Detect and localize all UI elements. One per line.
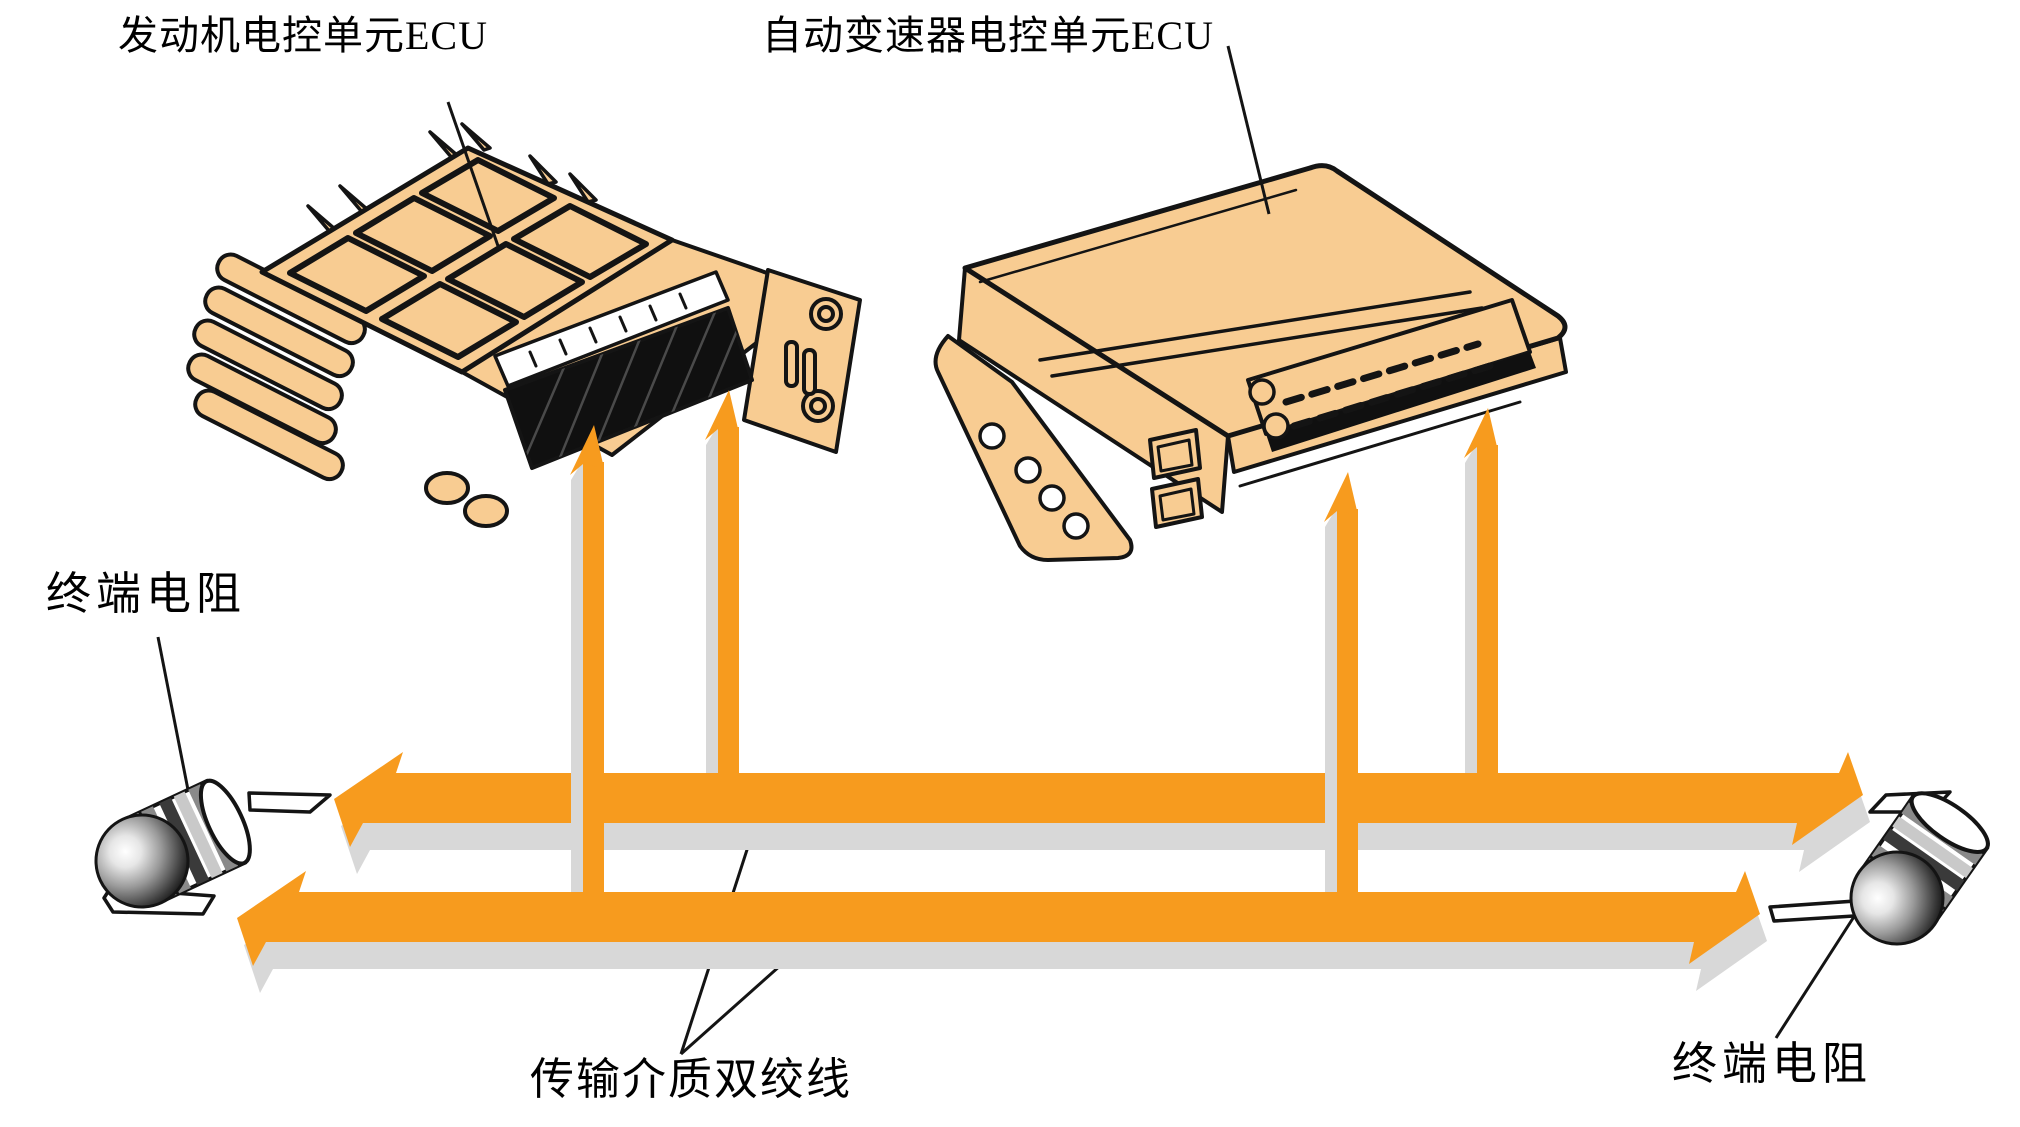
- connector-slot: [503, 306, 754, 470]
- label-transmission-ecu: 自动变速器电控单元ECU: [762, 13, 1214, 58]
- label-twisted-pair: 传输介质双绞线: [530, 1055, 852, 1104]
- terminal-resistor-left: [94, 778, 252, 909]
- leader-transmission-ecu: [1226, 45, 1271, 215]
- bus2-orange: [237, 871, 1760, 966]
- ecu-drop-lines: [570, 390, 1498, 893]
- pin-strip: [493, 270, 730, 388]
- bus-lines: [237, 752, 1870, 993]
- terminal-resistor-right: [1849, 791, 1990, 946]
- connector-recess: [1266, 352, 1536, 452]
- square-connectors: [1148, 428, 1204, 529]
- label-terminal-resistor-right: 终端电阻: [1672, 1039, 1873, 1089]
- leader-resistor-left: [156, 636, 191, 796]
- up-arrowhead: [705, 390, 739, 440]
- engine-ecu-illustration: [186, 122, 862, 528]
- bus1-orange: [334, 752, 1863, 847]
- up-arrowhead: [1324, 472, 1358, 522]
- leader-resistor-right: [1774, 911, 1859, 1039]
- ecu-foot: [463, 494, 509, 528]
- leader-engine-ecu: [446, 101, 500, 247]
- lead-left-top: [247, 791, 332, 814]
- heat-sink-fins: [186, 252, 367, 482]
- top-face-grid: [287, 157, 649, 360]
- label-terminal-resistor-left: 终端电阻: [46, 569, 247, 619]
- up-arrowhead: [1464, 408, 1498, 458]
- mounting-flange: [933, 334, 1134, 562]
- transmission-ecu-illustration: [933, 163, 1568, 562]
- ecu-foot: [424, 471, 470, 505]
- up-arrowhead: [570, 425, 604, 475]
- label-engine-ecu: 发动机电控单元ECU: [118, 13, 488, 58]
